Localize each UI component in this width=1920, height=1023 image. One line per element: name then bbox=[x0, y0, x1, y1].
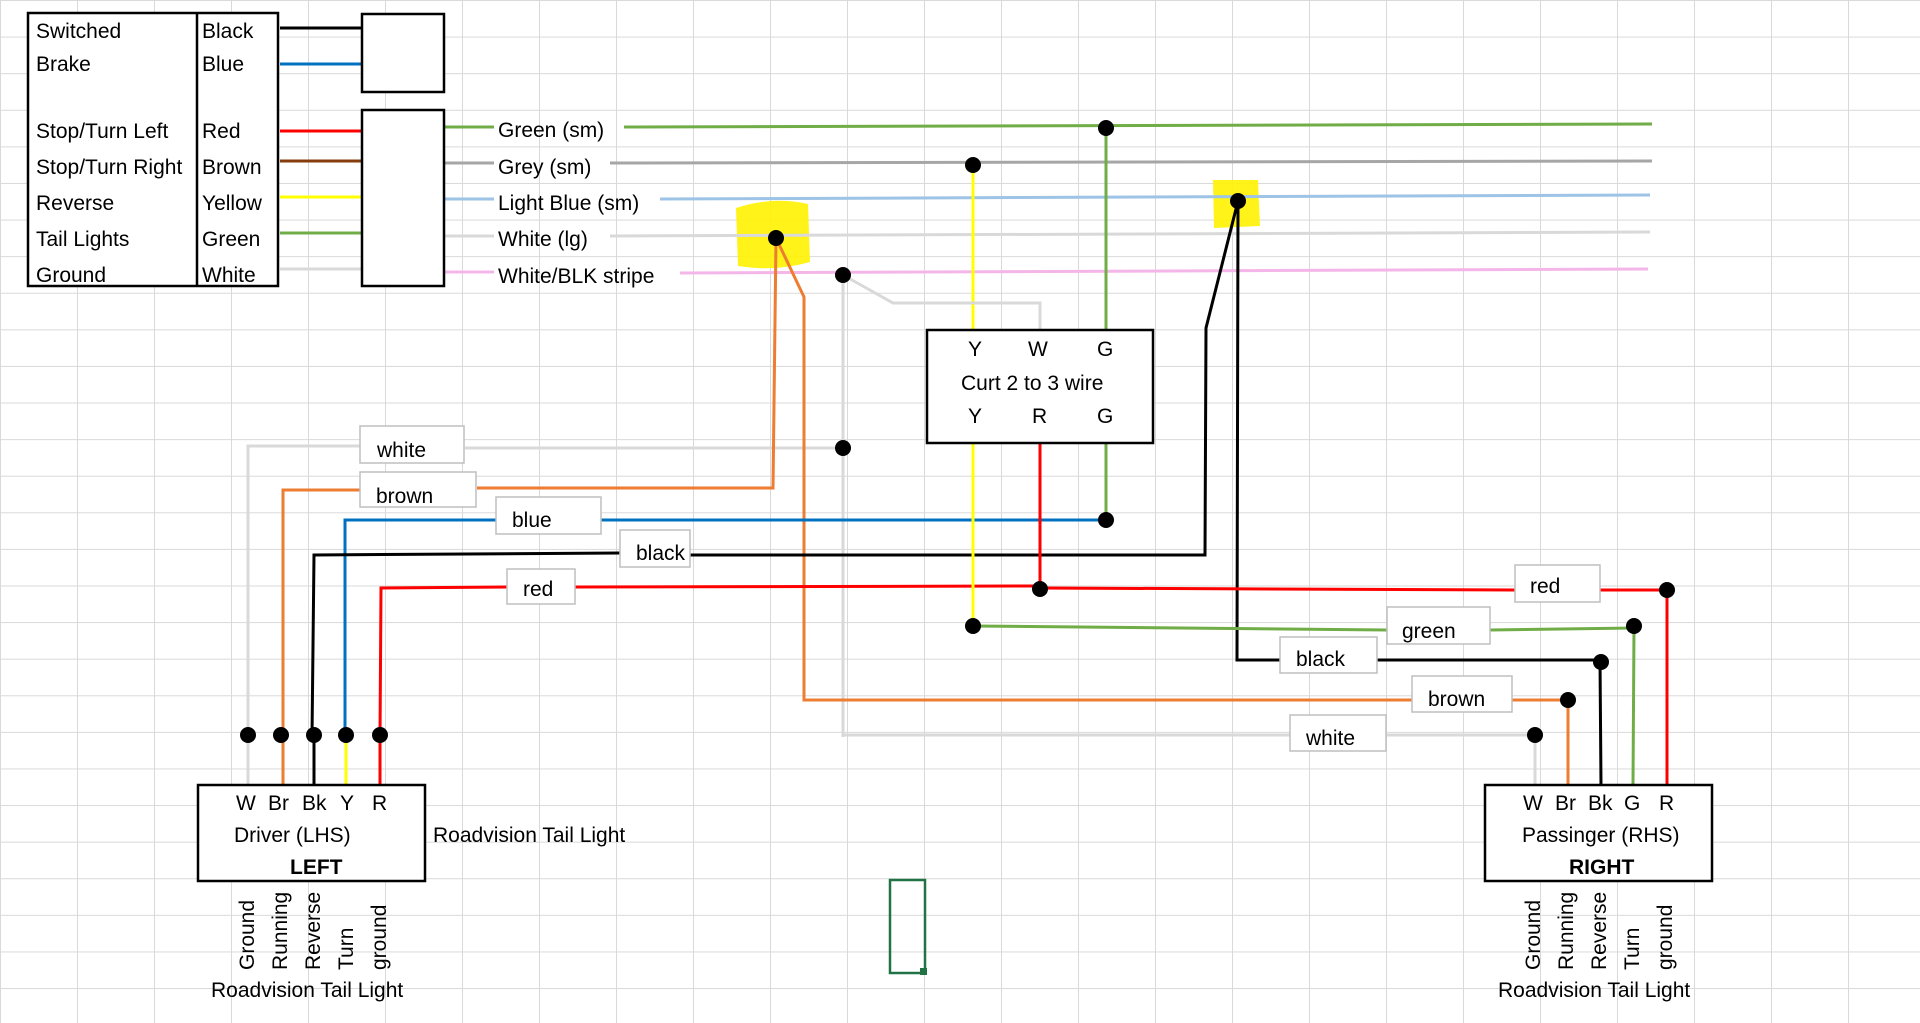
left-function-reverse: Reverse bbox=[302, 892, 325, 970]
wire-label-boxes: white brown blue black red red green bla… bbox=[359, 425, 1601, 752]
right-light-name: Passinger (RHS) bbox=[1522, 824, 1680, 847]
right-function-ground-lower: ground bbox=[1654, 905, 1677, 970]
right-light-side: RIGHT bbox=[1569, 856, 1635, 879]
junction-dots bbox=[240, 120, 1675, 743]
legend-color-brown: Brown bbox=[202, 156, 262, 179]
wire-label-right-green: green bbox=[1402, 620, 1456, 643]
converter-title: Curt 2 to 3 wire bbox=[961, 372, 1103, 395]
left-light-caption: Roadvision Tail Light bbox=[211, 979, 403, 1002]
converter-bottom-pin-g: G bbox=[1097, 405, 1113, 428]
left-function-ground-lower: ground bbox=[368, 905, 391, 970]
legend-plug-small bbox=[360, 12, 446, 94]
right-function-running: Running bbox=[1555, 892, 1578, 970]
legend-wire-stubs bbox=[280, 26, 362, 271]
legend-plug-large bbox=[360, 108, 446, 288]
converter-top-pin-g: G bbox=[1097, 338, 1113, 361]
trailer-wire-light-blue-sm: Light Blue (sm) bbox=[498, 192, 639, 215]
right-pin-br: Br bbox=[1555, 792, 1576, 815]
curt-converter-box bbox=[925, 328, 1155, 445]
legend-color-blue: Blue bbox=[202, 53, 244, 76]
legend-function-ground: Ground bbox=[36, 264, 106, 287]
wire-label-left-black: black bbox=[636, 542, 686, 565]
wire-label-left-blue: blue bbox=[512, 509, 552, 532]
converter-top-pin-w: W bbox=[1028, 338, 1048, 361]
right-function-reverse: Reverse bbox=[1588, 892, 1611, 970]
right-pin-bk: Bk bbox=[1588, 792, 1613, 815]
left-light-side-label: Roadvision Tail Light bbox=[433, 824, 625, 847]
legend-function-switched: Switched bbox=[36, 20, 121, 43]
converter-top-pin-y: Y bbox=[968, 338, 982, 361]
left-function-ground: Ground bbox=[236, 900, 259, 970]
legend-function-stop-turn-right: Stop/Turn Right bbox=[36, 156, 182, 179]
right-pin-w: W bbox=[1523, 792, 1543, 815]
right-pin-r: R bbox=[1659, 792, 1674, 815]
left-pin-bk: Bk bbox=[302, 792, 327, 815]
legend-function-brake: Brake bbox=[36, 53, 91, 76]
left-pin-y: Y bbox=[340, 792, 354, 815]
left-function-turn: Turn bbox=[335, 928, 358, 970]
left-pin-r: R bbox=[372, 792, 387, 815]
right-pin-g: G bbox=[1624, 792, 1640, 815]
selected-cell[interactable] bbox=[888, 878, 927, 975]
converter-bottom-pin-y: Y bbox=[968, 405, 982, 428]
legend-function-reverse: Reverse bbox=[36, 192, 114, 215]
wire-label-right-brown: brown bbox=[1428, 688, 1485, 711]
legend-color-red: Red bbox=[202, 120, 241, 143]
legend-color-black: Black bbox=[202, 20, 254, 43]
trailer-wire-white-lg: White (lg) bbox=[498, 228, 588, 251]
wire-label-right-red: red bbox=[1530, 575, 1560, 598]
left-function-running: Running bbox=[269, 892, 292, 970]
legend-table bbox=[26, 11, 280, 288]
wire-label-right-white: white bbox=[1305, 727, 1355, 750]
connection-wires bbox=[246, 128, 1669, 788]
trailer-wire-green-sm: Green (sm) bbox=[498, 119, 604, 142]
legend-function-stop-turn-left: Stop/Turn Left bbox=[36, 120, 168, 143]
fill-handle[interactable] bbox=[920, 968, 927, 975]
left-light-side: LEFT bbox=[290, 856, 343, 879]
legend-color-white: White bbox=[202, 264, 256, 287]
trailer-wire-grey-sm: Grey (sm) bbox=[498, 156, 591, 179]
wire-label-left-red: red bbox=[523, 578, 553, 601]
legend-function-tail-lights: Tail Lights bbox=[36, 228, 129, 251]
converter-bottom-pin-r: R bbox=[1032, 405, 1047, 428]
left-tail-light-box bbox=[196, 783, 427, 883]
wire-label-left-brown: brown bbox=[376, 485, 433, 508]
right-function-turn: Turn bbox=[1621, 928, 1644, 970]
legend-color-green: Green bbox=[202, 228, 260, 251]
left-pin-br: Br bbox=[268, 792, 289, 815]
left-pin-w: W bbox=[236, 792, 256, 815]
trailer-wire-white-blk-stripe: White/BLK stripe bbox=[498, 265, 654, 288]
right-tail-light-box bbox=[1483, 783, 1714, 883]
wire-label-left-white: white bbox=[376, 439, 426, 462]
right-function-ground: Ground bbox=[1522, 900, 1545, 970]
left-light-name: Driver (LHS) bbox=[234, 824, 351, 847]
right-light-caption: Roadvision Tail Light bbox=[1498, 979, 1690, 1002]
legend-color-yellow: Yellow bbox=[202, 192, 263, 215]
wire-label-right-black: black bbox=[1296, 648, 1346, 671]
